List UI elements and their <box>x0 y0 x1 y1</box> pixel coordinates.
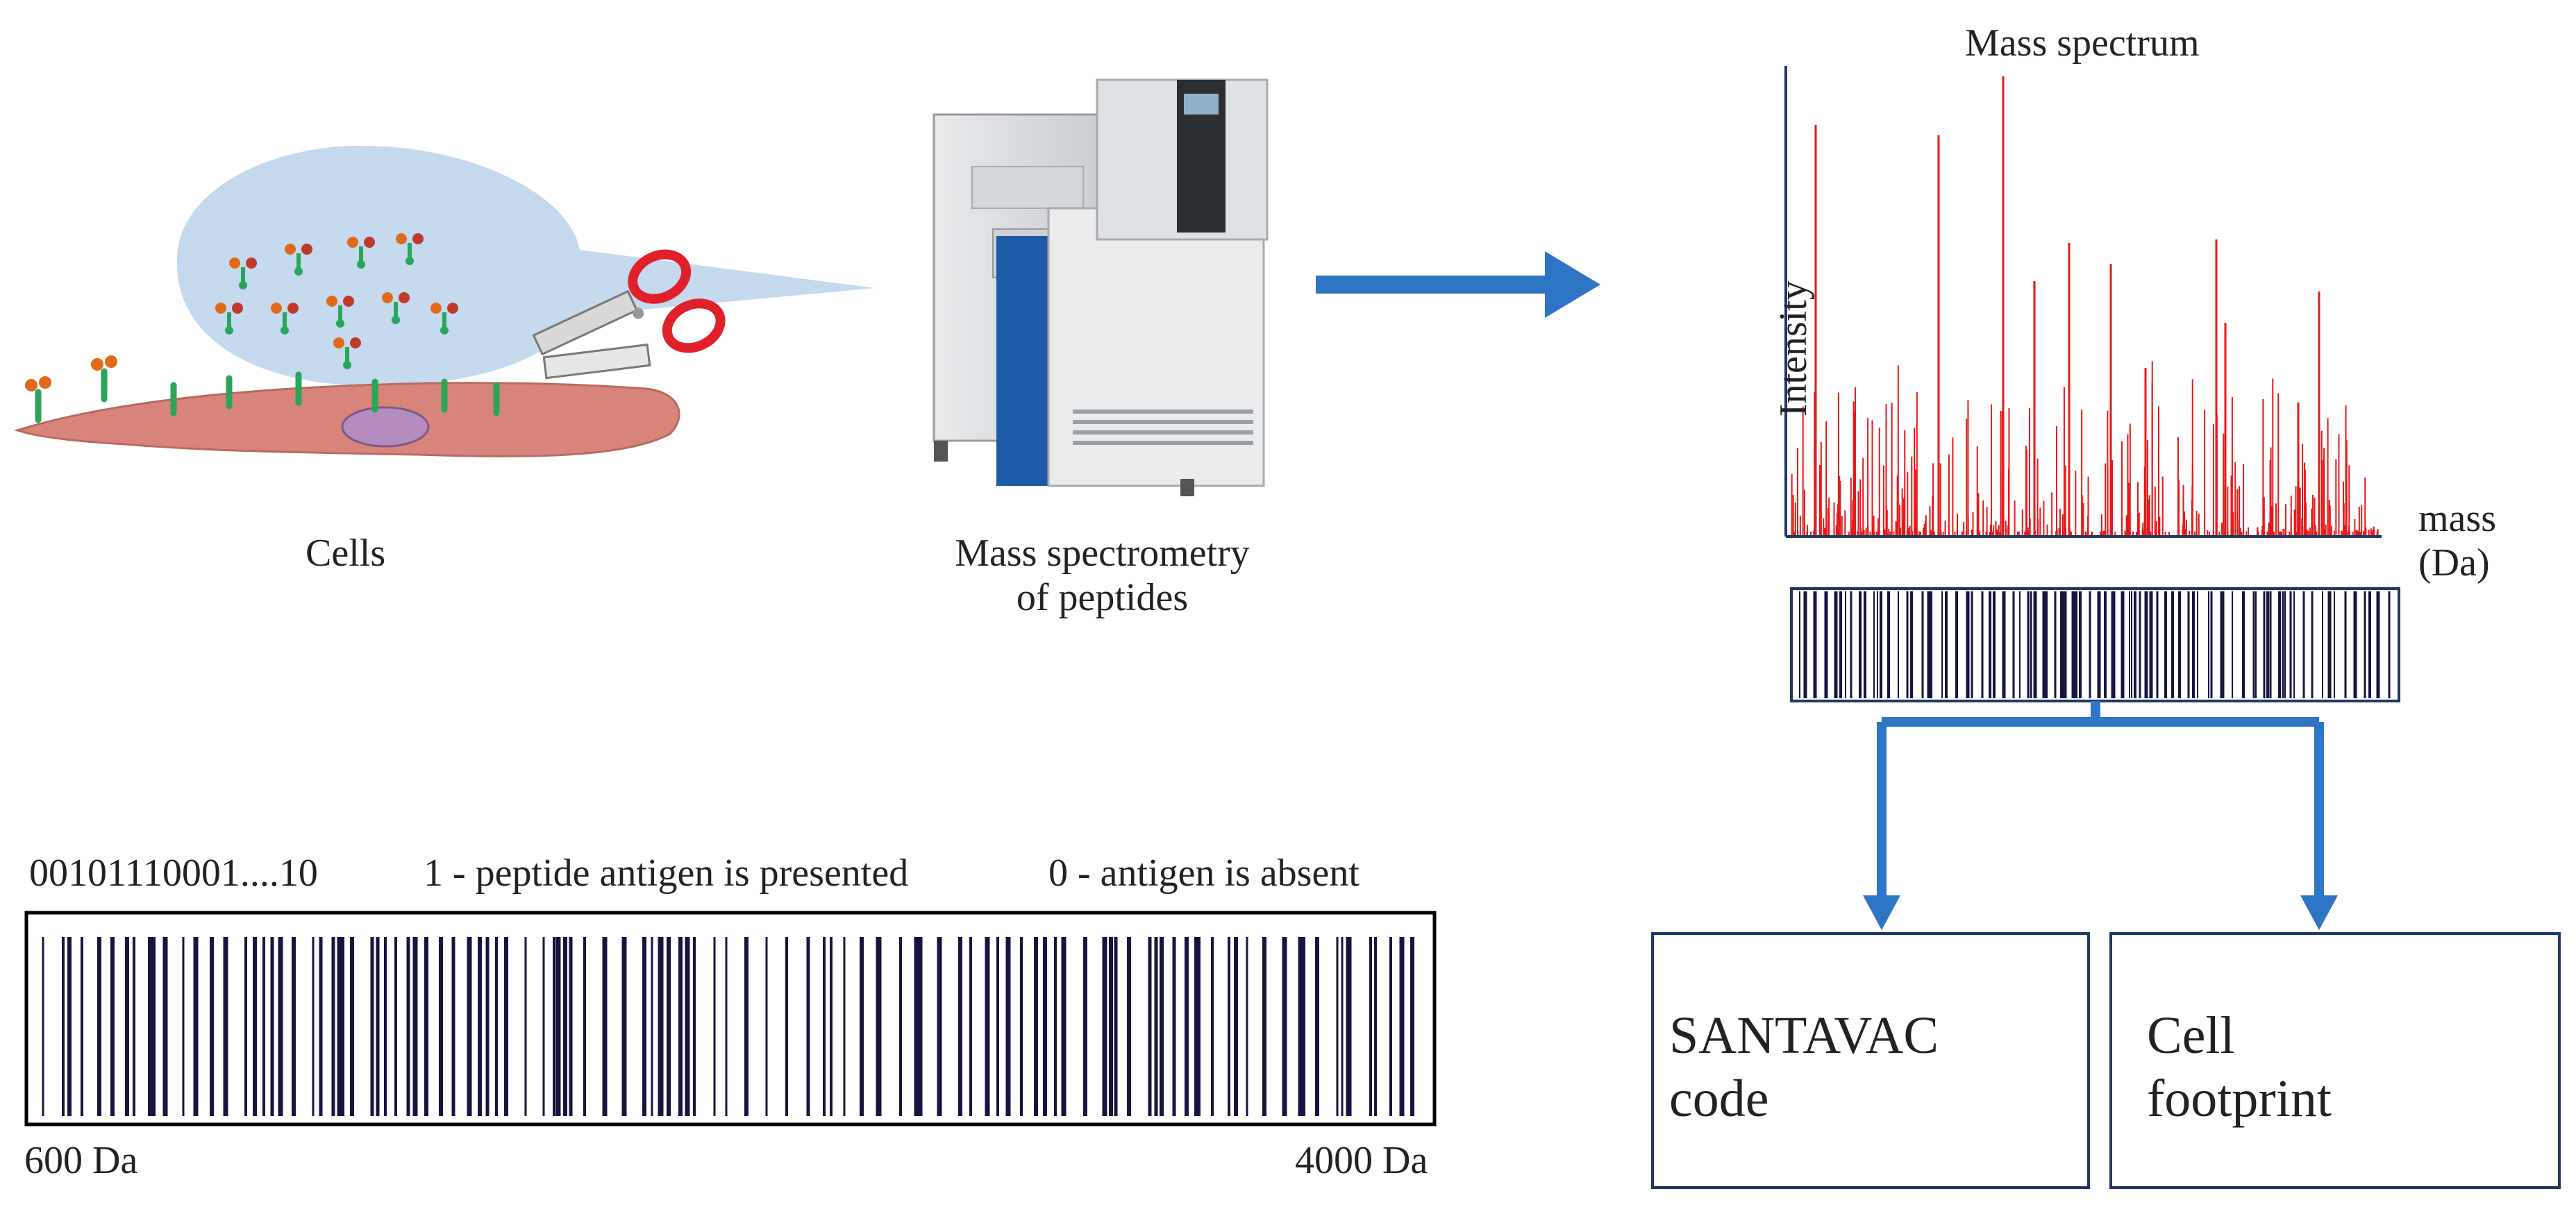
santavac-code-box: SANTAVAC code <box>1651 932 2090 1189</box>
peptide-bubble <box>176 146 876 386</box>
cell-footprint-box: Cell footprint <box>2109 932 2561 1189</box>
branch-arrow-head-left <box>1863 895 1900 930</box>
peptide-molecule <box>229 258 257 289</box>
mass-spectrometry-label-line1: Mass spectrometry <box>955 532 1250 575</box>
spectrum-barcode-frame <box>1790 587 2400 702</box>
spectrum-peaks <box>1791 76 2379 535</box>
cell-nucleus <box>341 406 430 448</box>
antigen-bead <box>39 376 51 389</box>
peptide-molecule <box>430 303 458 335</box>
antigen-bead <box>91 358 103 371</box>
branch-arrow-head-right <box>2300 895 2338 930</box>
legend-presented: 1 - peptide antigen is presented <box>424 852 909 895</box>
scissors-icon <box>532 249 726 380</box>
barcode-code: 00101110001....10 <box>29 852 318 895</box>
cells-panel <box>14 146 876 457</box>
peptide-molecule <box>285 244 312 276</box>
antigen-bead <box>105 355 117 368</box>
spectrum-xlabel-line2: (Da) <box>2418 541 2490 585</box>
cell-footprint-label: Cell footprint <box>2147 1004 2332 1131</box>
cell-footprint-label-line2: footprint <box>2147 1070 2332 1129</box>
surface-receptors <box>25 355 500 423</box>
peptide-molecule <box>382 292 410 324</box>
cells-label: Cells <box>306 532 386 575</box>
peptide-molecule <box>396 233 424 265</box>
peptide-barcode-frame <box>24 911 1437 1126</box>
spectrum-title: Mass spectrum <box>1965 22 2200 65</box>
peptide-molecule <box>333 337 361 369</box>
santavac-label: SANTAVAC code <box>1669 1004 1939 1131</box>
peptide-molecule <box>326 296 354 328</box>
spectrum-barcode-lines <box>1799 591 2391 698</box>
mass-spectrum-chart <box>1784 66 2382 538</box>
santavac-label-line1: SANTAVAC <box>1669 1006 1939 1065</box>
branch-arrows <box>1877 701 2324 902</box>
mass-spectrometry-label: Mass spectrometry of peptides <box>920 531 1285 621</box>
spectrum-ylabel: Intensity <box>1771 280 1815 417</box>
santavac-label-line2: code <box>1669 1070 1769 1129</box>
peptide-molecule <box>215 303 243 335</box>
legend-absent: 0 - antigen is absent <box>1048 852 1360 895</box>
barcode-max-label: 4000 Da <box>1295 1139 1428 1182</box>
peptide-barcode-lines <box>42 937 1414 1116</box>
barcode-min-label: 600 Da <box>24 1139 138 1182</box>
mass-spectrometry-label-line2: of peptides <box>1016 576 1189 620</box>
process-arrow-head <box>1545 251 1600 318</box>
mass-spectrometer-instrument <box>932 78 1269 496</box>
cell-footprint-label-line1: Cell <box>2147 1006 2235 1065</box>
antigen-bead <box>25 379 37 391</box>
peptide-molecule <box>347 237 375 269</box>
peptide-antigen-icon <box>215 233 458 369</box>
spectrum-xlabel-line1: mass <box>2418 497 2496 540</box>
peptide-molecule <box>271 303 299 335</box>
spectrum-xlabel: mass (Da) <box>2418 496 2496 586</box>
